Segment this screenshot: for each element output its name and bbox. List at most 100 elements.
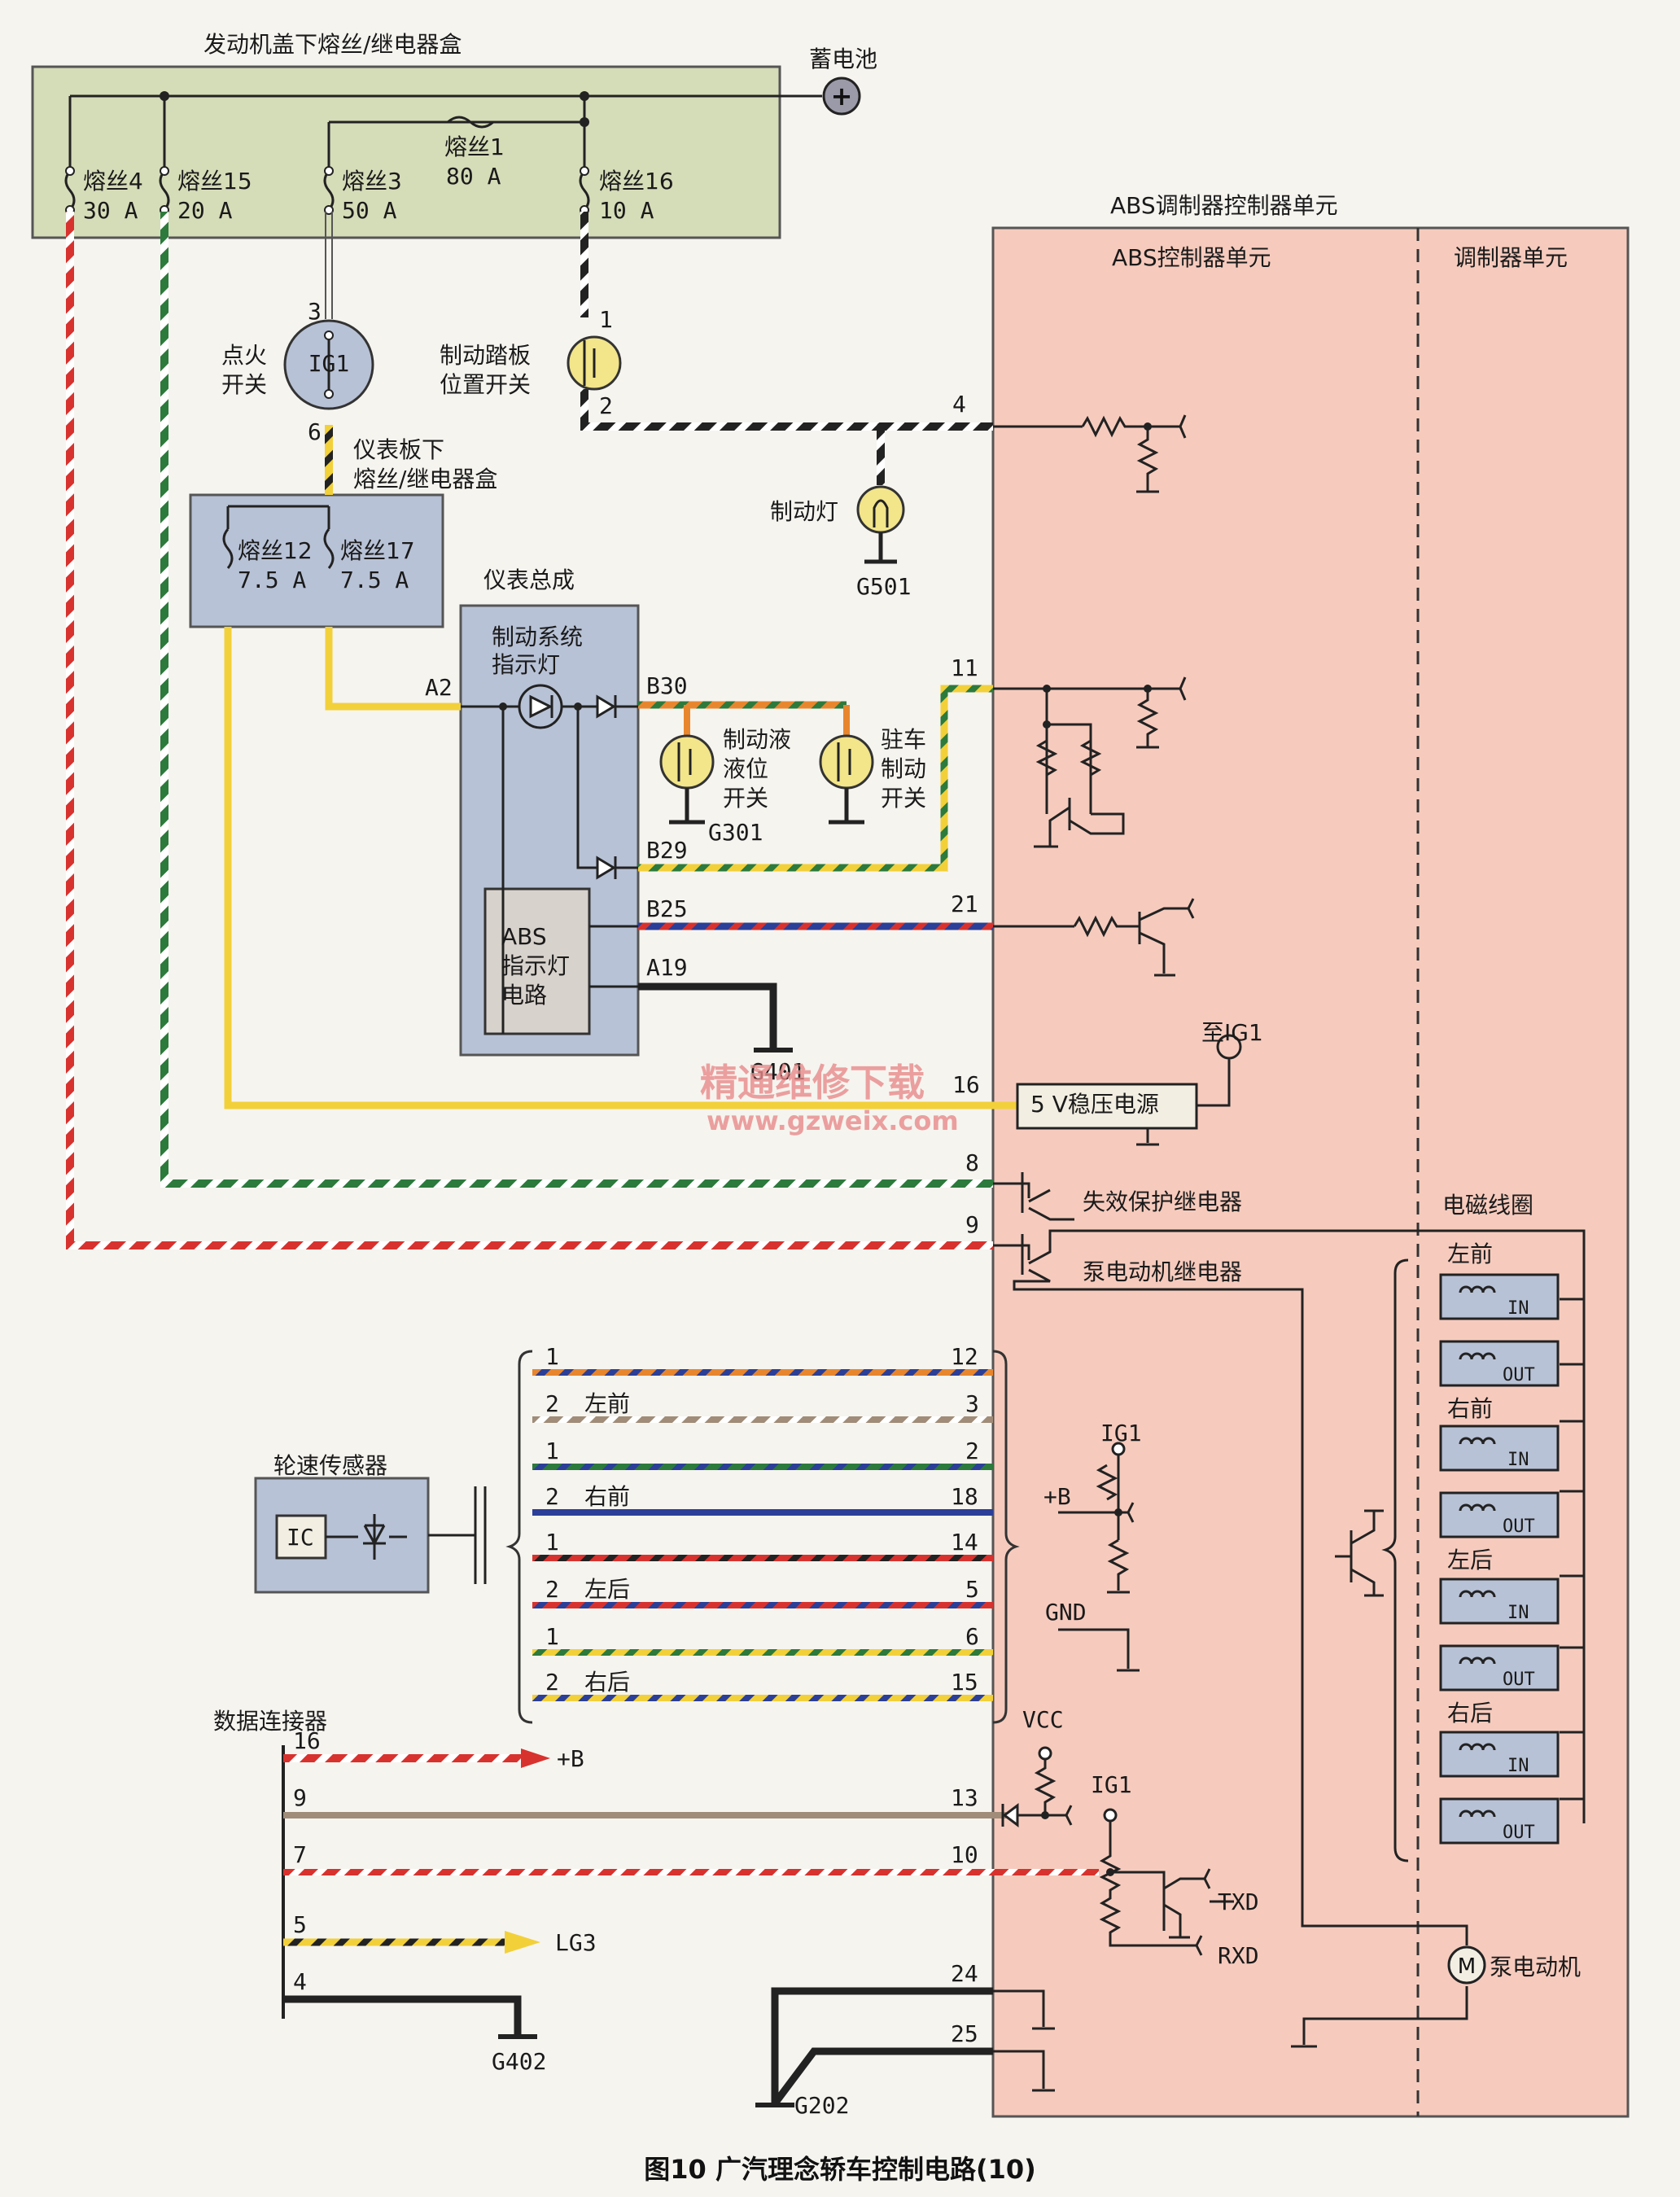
solenoid-coils — [1439, 1273, 1560, 1845]
solenoid-group-lf: 左前 — [1447, 1241, 1493, 1267]
parking-brake-switch-icon — [819, 734, 874, 825]
abs-pin-3: 3 — [965, 1390, 979, 1417]
fuse-symbols — [64, 116, 590, 211]
abs-pin-11: 11 — [951, 654, 978, 681]
dash-fuse-title-1: 仪表板下 — [353, 436, 444, 463]
ig1-label-a: IG1 — [1100, 1420, 1142, 1446]
rr-pin1: 1 — [545, 1623, 559, 1650]
vcc-terminal-icon — [1038, 1746, 1052, 1761]
pump-motor-label: 泵电动机 — [1490, 1954, 1581, 1980]
pump-motor-icon — [1447, 1945, 1486, 1985]
solenoid-title: 电磁线圈 — [1442, 1192, 1533, 1219]
txd-label: TXD — [1218, 1888, 1259, 1915]
dlc-arrow-lg3 — [505, 1931, 540, 1954]
fuse17-rating: 7.5 A — [340, 567, 409, 593]
ig1-terminal-2-icon — [1103, 1808, 1118, 1823]
brake-lamp-icon — [856, 485, 905, 534]
dlc-pin-9: 9 — [293, 1784, 307, 1811]
rf-pin1: 1 — [545, 1438, 559, 1464]
abs-circuit-label-2: 指示灯 — [501, 952, 570, 979]
lf-name: 左前 — [584, 1390, 630, 1417]
dlc-pin-16: 16 — [293, 1727, 321, 1754]
fuse-box-busbar — [68, 94, 822, 171]
wire-b29-to-pin11 — [638, 685, 993, 872]
brake-indicator-label-1: 制动系统 — [492, 624, 583, 650]
fluid-switch-label-1: 制动液 — [723, 726, 791, 753]
rr-name: 右后 — [584, 1669, 630, 1696]
sensor-ic-box — [275, 1514, 327, 1560]
abs-pin-13: 13 — [951, 1784, 978, 1811]
wheel-sensor-title: 轮速传感器 — [273, 1452, 387, 1479]
abs-circuit-label-1: ABS — [501, 923, 547, 950]
abs-pin-8: 8 — [965, 1149, 979, 1176]
brake-pedal-pin-1: 1 — [599, 306, 613, 333]
sensor-ic-label: IC — [287, 1524, 314, 1551]
abs-pin-9: 9 — [965, 1211, 979, 1238]
abs-pin-10: 10 — [951, 1841, 978, 1868]
abs-pin-15: 15 — [951, 1669, 978, 1696]
fuse4-name: 熔丝4 — [83, 168, 143, 195]
modulator-unit-label: 调制器单元 — [1454, 244, 1568, 271]
dlc-pin-7: 7 — [293, 1841, 307, 1868]
ignition-label-2: 开关 — [221, 371, 267, 398]
abs-controller-label: ABS控制器单元 — [1112, 244, 1271, 271]
dlc-pin-5: 5 — [293, 1911, 307, 1938]
solenoid-lr-out: OUT — [1503, 1670, 1535, 1690]
wire-fuse15-green — [160, 212, 993, 1188]
abs-pin-6: 6 — [965, 1623, 979, 1650]
rf-name: 右前 — [584, 1483, 630, 1510]
fuse12-name: 熔丝12 — [238, 537, 313, 564]
dash-fuse-symbols — [222, 505, 335, 569]
brake-indicator-label-2: 指示灯 — [492, 651, 560, 678]
parking-switch-label-2: 制动 — [881, 755, 926, 782]
ig1-label-b: IG1 — [1091, 1771, 1132, 1798]
pin-b30: B30 — [646, 672, 688, 699]
pump-relay-label: 泵电动机继电器 — [1083, 1258, 1242, 1285]
solenoid-lf-in: IN — [1507, 1298, 1529, 1319]
watermark-cn: 精通维修下载 — [700, 1061, 925, 1105]
lr-pin2: 2 — [545, 1576, 559, 1603]
fuse12-rating: 7.5 A — [238, 567, 306, 593]
abs-pin-24: 24 — [951, 1960, 978, 1987]
fuse15-rating: 20 A — [177, 197, 233, 224]
solenoid-lr-in: IN — [1507, 1603, 1529, 1623]
brake-lamp-ground: G501 — [856, 573, 911, 600]
abs-pin-25: 25 — [951, 2020, 978, 2047]
gnd-label: GND — [1045, 1599, 1087, 1626]
wire-fuse17-to-a2 — [325, 627, 461, 711]
plus-b-label: +B — [1043, 1483, 1071, 1510]
abs-pin-16: 16 — [952, 1071, 980, 1098]
battery-plus-symbol: + — [831, 81, 853, 112]
lf-pin1: 1 — [545, 1343, 559, 1370]
pin-a19: A19 — [646, 954, 688, 981]
voltage-regulator-box — [1016, 1083, 1198, 1130]
parking-switch-label-3: 开关 — [881, 785, 926, 812]
engine-fuse-box — [31, 65, 781, 239]
solenoid-rf-in: IN — [1507, 1450, 1529, 1470]
solenoid-rr-in: IN — [1507, 1756, 1529, 1776]
abs-pin-21: 21 — [951, 891, 978, 917]
wire-a19-ground — [638, 983, 777, 1048]
ground-g402: G402 — [492, 2048, 546, 2075]
brake-indicator-diode — [461, 684, 638, 1034]
fuse17-name: 熔丝17 — [340, 537, 415, 564]
failsafe-relay-label: 失效保护继电器 — [1083, 1188, 1242, 1215]
vcc-label: VCC — [1022, 1706, 1064, 1733]
to-ig1-label: 至IG1 — [1201, 1019, 1263, 1046]
fuse4-rating: 30 A — [83, 197, 138, 224]
pin-b29: B29 — [646, 837, 688, 864]
ignition-pin-3: 3 — [308, 298, 322, 325]
brake-lamp-label: 制动灯 — [770, 498, 838, 525]
ground-g202: G202 — [794, 2092, 849, 2119]
pin-a2: A2 — [425, 674, 453, 701]
pin-b25: B25 — [646, 895, 688, 922]
dash-fuse-title-2: 熔丝/继电器盒 — [353, 466, 497, 492]
abs-circuit-label-3: 电路 — [501, 982, 547, 1009]
fluid-level-switch-icon — [659, 734, 715, 825]
rxd-label: RXD — [1218, 1942, 1259, 1969]
abs-pin-18: 18 — [951, 1483, 978, 1510]
fuse16-name: 熔丝16 — [599, 168, 674, 195]
harness-brace-left — [505, 1350, 533, 1724]
abs-pin-14: 14 — [951, 1529, 978, 1556]
parking-switch-label-1: 驻车 — [881, 726, 926, 753]
